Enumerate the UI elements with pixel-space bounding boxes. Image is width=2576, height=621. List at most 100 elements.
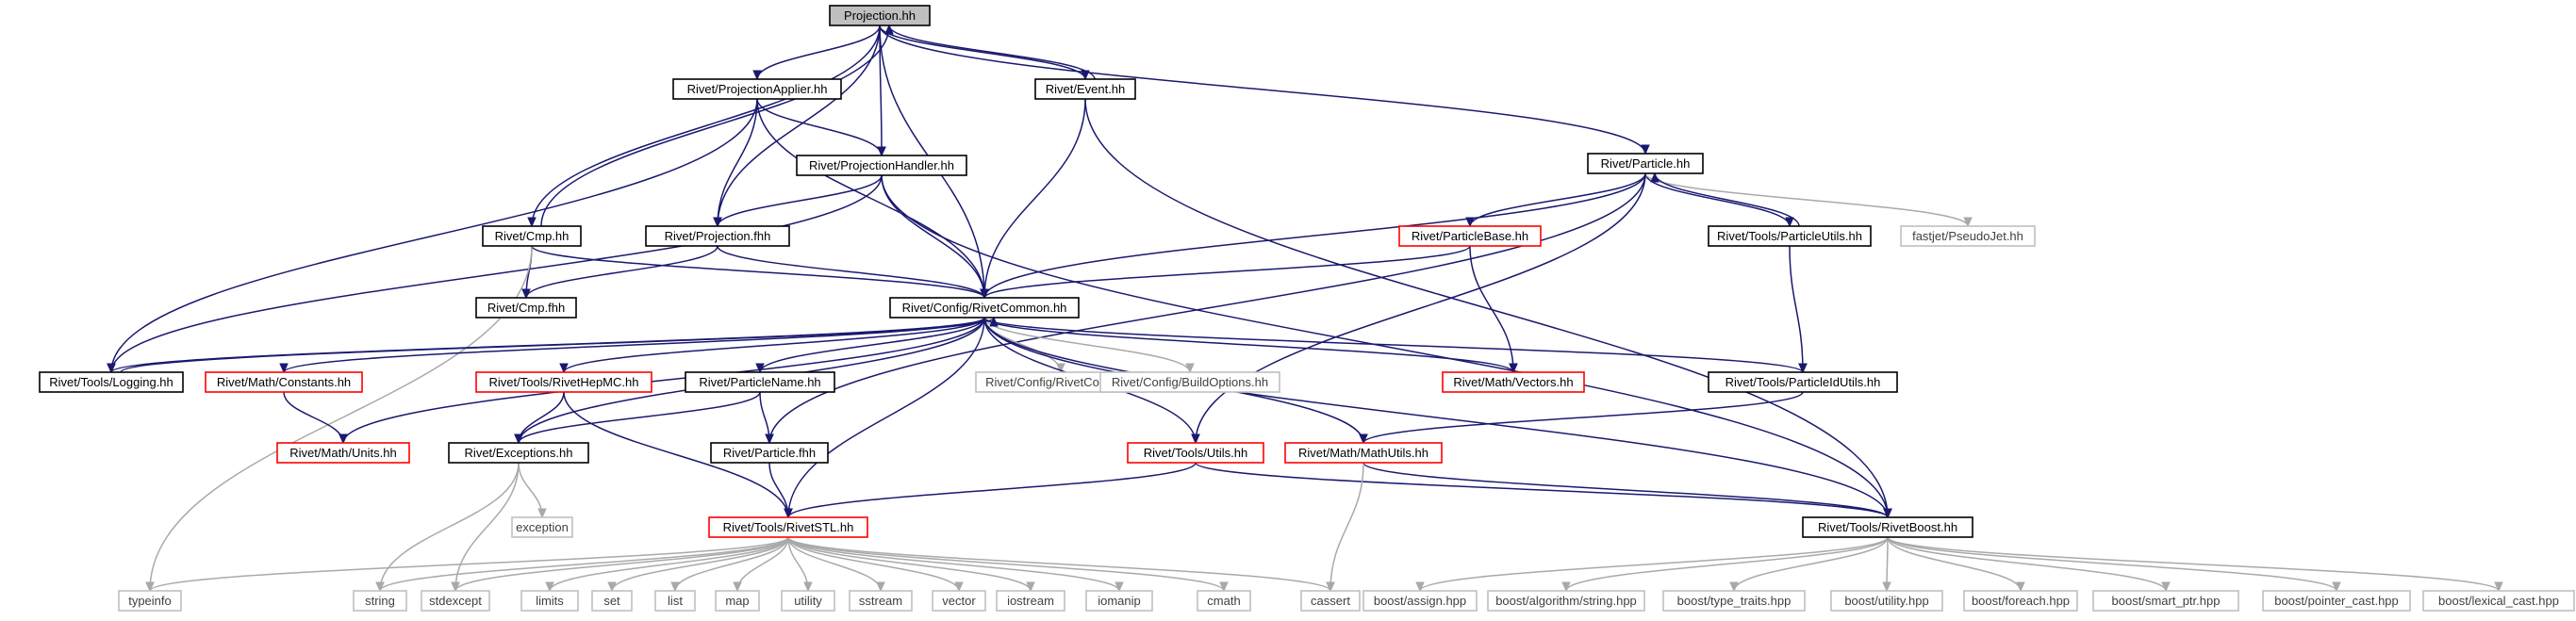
edge-arrowhead [784,508,793,519]
edge-arrowhead [1359,433,1368,445]
node-box [1708,371,1898,393]
node-buildoptions-hh: Rivet/Config/BuildOptions.hh [1099,371,1280,393]
edge-line [1887,536,2500,592]
edge-mathutils-hh-to-rivetboost-hh [1362,462,1892,519]
node-projection-fhh[interactable]: Rivet/Projection.fhh [645,225,790,247]
node-particleutils-hh[interactable]: Rivet/Tools/ParticleUtils.hh [1708,225,1872,247]
node-cmp-hh[interactable]: Rivet/Cmp.hh [482,225,582,247]
node-box [2262,590,2411,612]
node-box [1127,442,1264,464]
node-set: set [591,590,633,612]
edge-line [879,25,1086,80]
node-rivethepmc-hh[interactable]: Rivet/Tools/RivetHepMC.hh [475,371,652,393]
node-box [1662,590,1806,612]
node-projection-hh[interactable]: Projection.hh [829,5,931,26]
edge-arrowhead [876,581,885,593]
edge-arrowhead [451,581,460,593]
node-units-hh[interactable]: Rivet/Math/Units.hh [276,442,410,464]
edge-line [888,25,1096,80]
node-box [205,371,363,393]
edge-logging-hh-to-rivetcommon-hh [120,316,999,373]
edges-layer [107,24,2503,593]
node-constants-hh[interactable]: Rivet/Math/Constants.hh [205,371,363,393]
edge-line [549,536,789,592]
edge-rivetboost-hh-to-boost-pointercast [1887,536,2341,593]
edge-particleutils-hh-to-particle-hh [1650,172,1800,227]
node-utility: utility [781,590,835,612]
edge-particle-hh-to-utils-hh [1191,172,1646,445]
node-label: Rivet/Tools/Utils.hh [1144,446,1248,460]
node-box [654,590,696,612]
node-rivetboost-hh[interactable]: Rivet/Tools/RivetBoost.hh [1802,516,1973,538]
edge-arrowhead [733,581,742,593]
node-box [796,155,967,176]
node-particlebase-hh[interactable]: Rivet/ParticleBase.hh [1398,225,1542,247]
node-label: Rivet/Tools/RivetBoost.hh [1818,520,1957,534]
edge-arrowhead [607,581,617,593]
edge-projectionhandler-hh-to-logging-hh [107,174,883,374]
node-label: list [668,594,683,608]
edge-arrowhead [877,146,886,157]
edge-arrowhead [1185,363,1195,374]
node-particlename-hh[interactable]: Rivet/ParticleName.hh [685,371,835,393]
edge-utils-hh-to-rivetboost-hh [1195,462,1892,519]
edge-rivetstl-hh-to-limits [545,536,789,593]
edge-line [518,391,565,444]
edge-line [563,391,789,518]
node-box [708,516,868,538]
node-mathutils-hh[interactable]: Rivet/Math/MathUtils.hh [1284,442,1443,464]
edge-projectionapplier-hh-to-projectionhandler-hh [756,98,886,157]
node-particle-hh[interactable]: Rivet/Particle.hh [1587,153,1704,174]
node-typeinfo: typeinfo [118,590,182,612]
edge-rivetboost-hh-to-boost-smartptr [1887,536,2171,593]
node-event-hh[interactable]: Rivet/Event.hh [1034,78,1136,100]
node-rivetstl-hh[interactable]: Rivet/Tools/RivetSTL.hh [708,516,868,538]
edge-line [283,391,344,444]
edge-arrowhead [145,581,155,593]
node-utils-hh[interactable]: Rivet/Tools/Utils.hh [1127,442,1264,464]
node-box [1830,590,1943,612]
node-label: boost/utility.hpp [1844,594,1928,608]
edge-arrowhead [752,70,762,81]
edge-projection-hh-to-cmp-hh [527,25,881,228]
edge-line [717,174,883,227]
edge-line [1644,172,1969,227]
node-box [2092,590,2239,612]
edge-arrowhead [2332,581,2341,593]
edge-arrowhead [954,581,964,593]
node-vectors-hh[interactable]: Rivet/Math/Vectors.hh [1442,371,1585,393]
edge-arrowhead [521,288,531,300]
edge-arrowhead [1641,144,1650,155]
node-box [276,442,410,464]
edge-rivetstl-hh-to-stdexcept [451,536,789,593]
node-iomanip: iomanip [1085,590,1153,612]
edge-utils-hh-to-rivetstl-hh [784,462,1197,519]
node-label: Rivet/Math/Units.hh [289,446,396,460]
edge-line [1084,98,1889,518]
node-iostream: iostream [996,590,1065,612]
edge-rivetstl-hh-to-iostream [787,536,1035,593]
node-projectionapplier-hh[interactable]: Rivet/ProjectionApplier.hh [672,78,842,100]
node-cmp-fhh[interactable]: Rivet/Cmp.fhh [475,297,577,319]
node-label: Rivet/Tools/RivetSTL.hh [723,520,854,534]
edge-arrowhead [1650,172,1660,183]
edge-line [563,317,985,373]
node-exceptions-hh[interactable]: Rivet/Exceptions.hh [448,442,589,464]
edge-rivetstl-hh-to-utility [787,536,813,593]
edge-rivetstl-hh-to-cassert [787,536,1335,593]
node-projectionhandler-hh[interactable]: Rivet/ProjectionHandler.hh [796,155,967,176]
node-label: utility [794,594,822,608]
node-rivetcommon-hh[interactable]: Rivet/Config/RivetCommon.hh [889,297,1080,319]
node-label: boost/foreach.hpp [1972,594,2070,608]
edge-line [1362,391,1804,444]
node-particle-fhh[interactable]: Rivet/Particle.fhh [710,442,829,464]
edge-line [1654,172,1800,227]
edge-particle-hh-to-rivetcommon-hh [980,172,1646,300]
node-logging-hh[interactable]: Rivet/Tools/Logging.hh [39,371,184,393]
node-boost-assign: boost/assign.hpp [1362,590,1478,612]
node-string: string [353,590,407,612]
node-particleidutils-hh[interactable]: Rivet/Tools/ParticleIdUtils.hh [1708,371,1898,393]
node-boost-typetraits: boost/type_traits.hpp [1662,590,1806,612]
edge-rivetboost-hh-to-boost-foreach [1887,536,2025,593]
